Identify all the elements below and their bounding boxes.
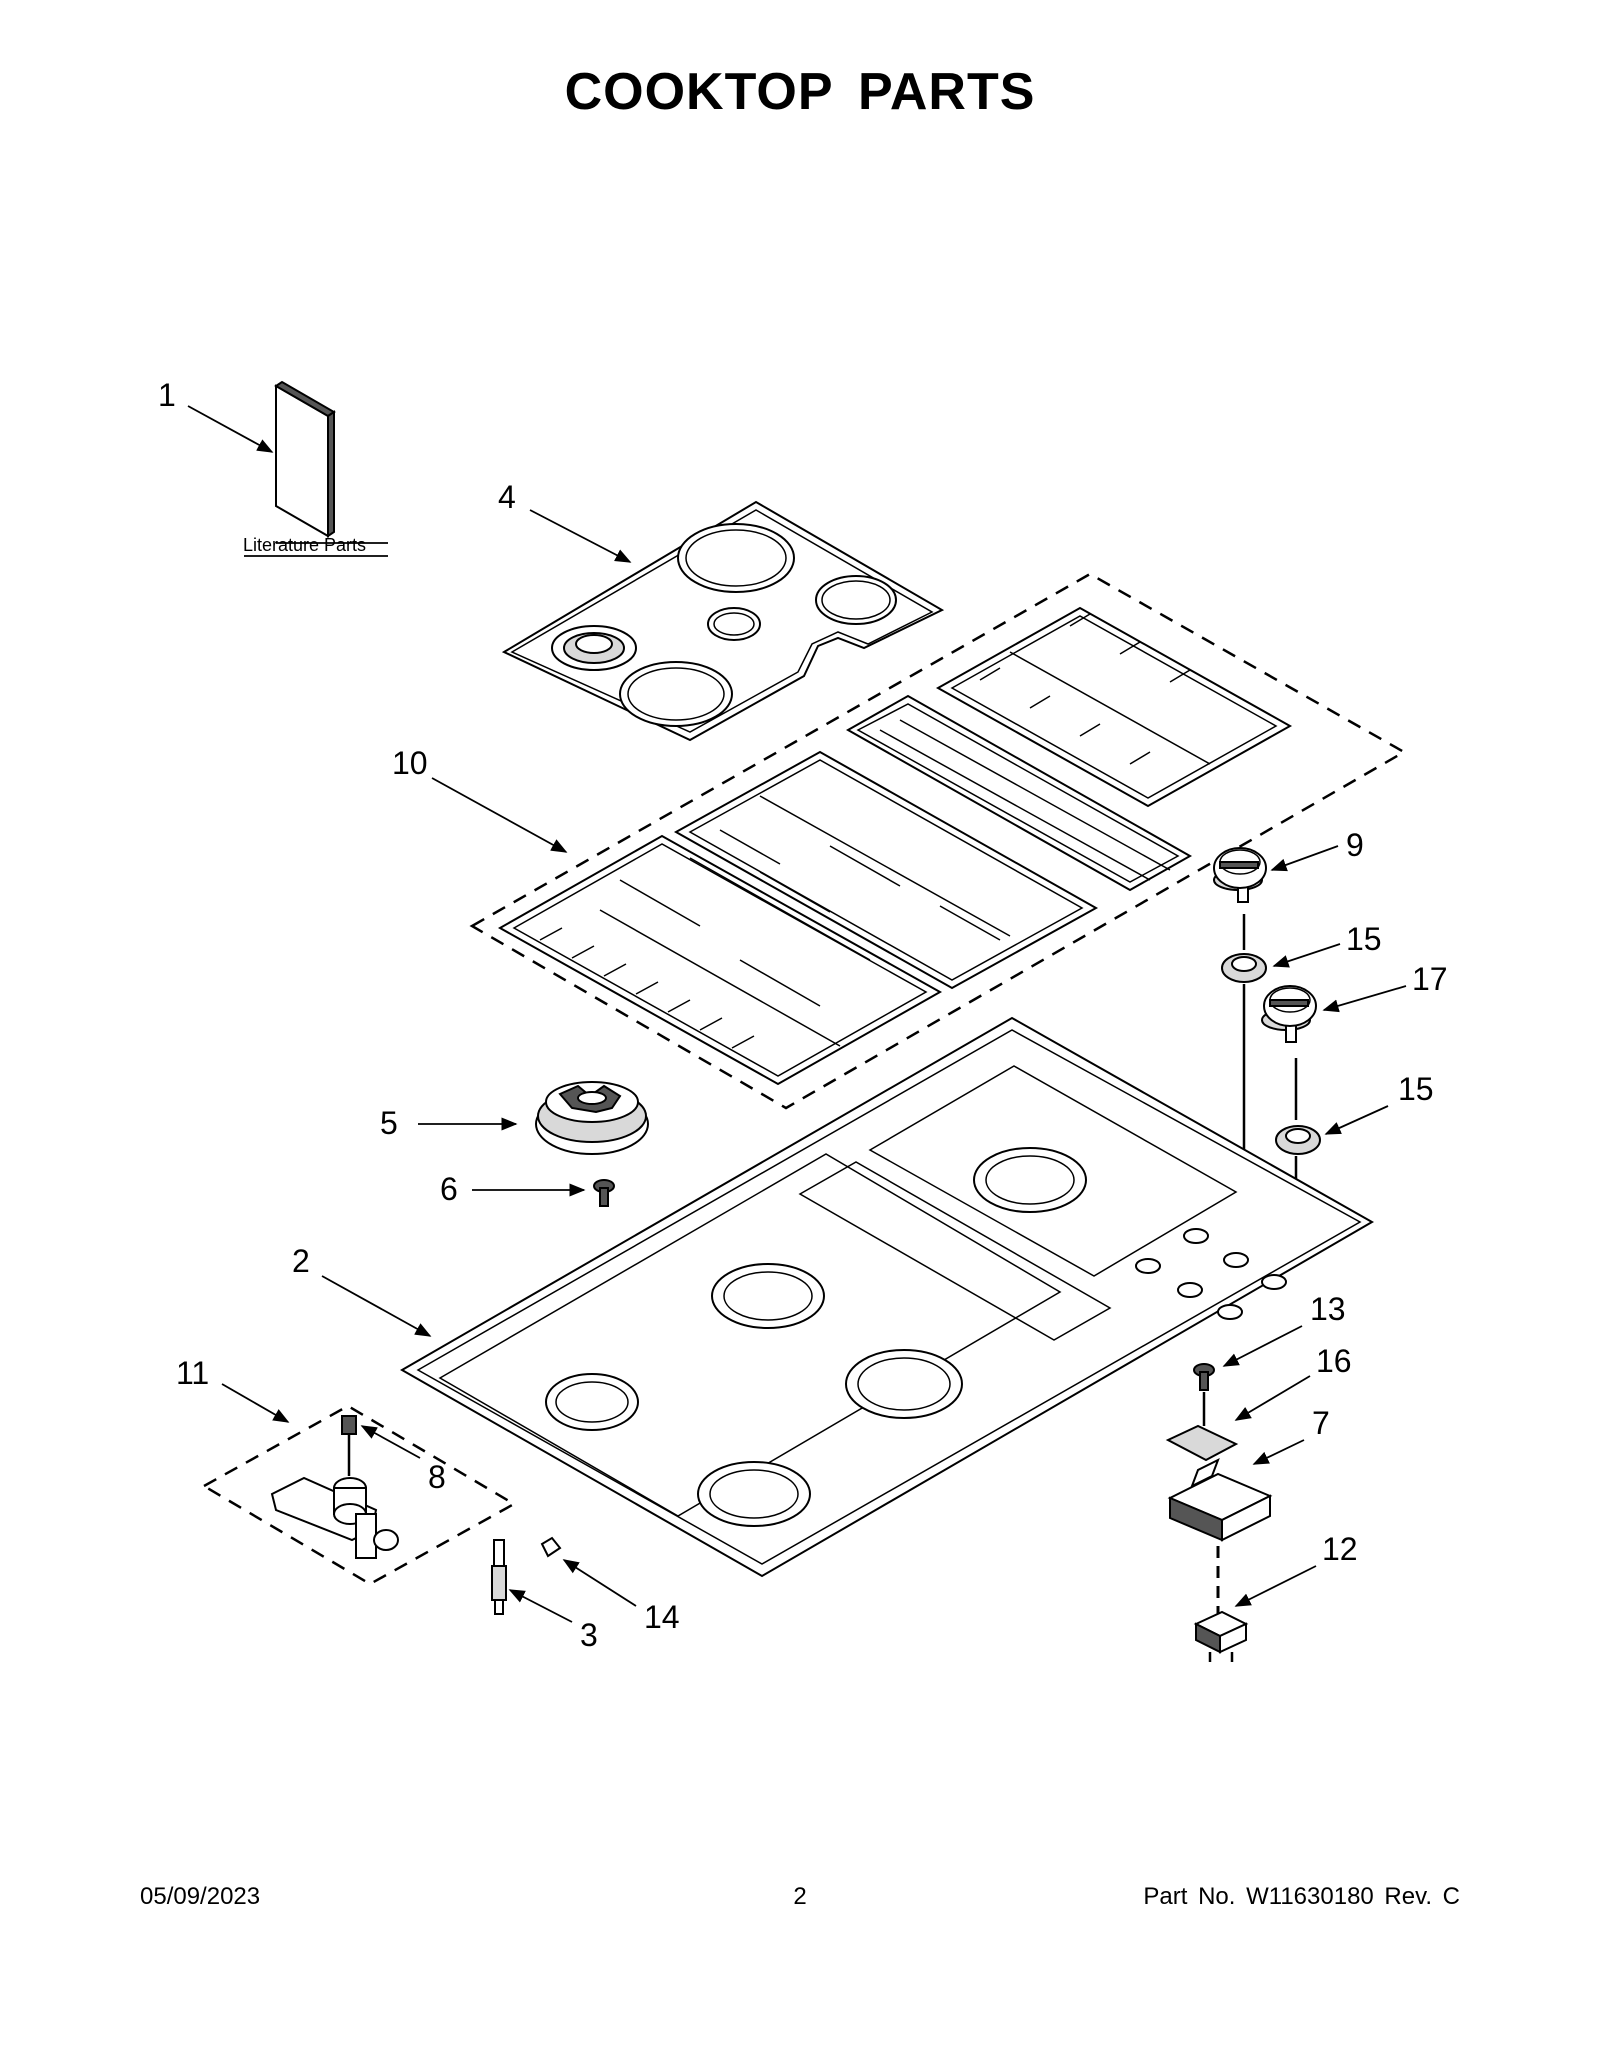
callout-6: 6	[440, 1171, 458, 1207]
leader-11	[221, 1383, 290, 1423]
footer-date: 05/09/2023	[140, 1883, 261, 1910]
grate-narrow	[845, 694, 1193, 892]
knob-17	[1261, 985, 1317, 1043]
callout-12: 12	[1322, 1531, 1358, 1567]
cooktop-top-panel	[501, 500, 945, 742]
literature-part	[274, 380, 388, 544]
leader-8	[360, 1425, 421, 1459]
callout-10: 10	[392, 745, 428, 781]
page-title: COOKTOP PARTS	[564, 63, 1036, 121]
bezel-ring-15-bottom	[1275, 1125, 1321, 1155]
leader-15-bottom	[1324, 1105, 1389, 1135]
callout-17: 17	[1412, 961, 1448, 997]
callout-16: 16	[1316, 1343, 1352, 1379]
grate-right	[935, 606, 1293, 808]
callout-8: 8	[428, 1459, 446, 1495]
callout-13: 13	[1310, 1291, 1346, 1327]
knob-9	[1213, 847, 1267, 903]
callout-5: 5	[380, 1105, 398, 1141]
main-cooktop-tray	[399, 1016, 1375, 1578]
switch-12	[1193, 1610, 1249, 1662]
callout-4: 4	[498, 479, 516, 515]
callout-3: 3	[580, 1617, 598, 1653]
clip-14	[540, 1536, 562, 1558]
callout-15-top: 15	[1346, 921, 1382, 957]
callout-11: 11	[176, 1355, 209, 1391]
leader-9	[1270, 845, 1339, 872]
bezel-ring-15-top	[1221, 953, 1267, 983]
literature-parts-label: Literature Parts	[243, 535, 366, 555]
leader-16	[1234, 1375, 1311, 1421]
leader-12	[1234, 1565, 1317, 1607]
screw-6	[593, 1179, 615, 1207]
valve-group-outline	[201, 1404, 517, 1586]
callout-9: 9	[1346, 827, 1364, 863]
leader-2	[321, 1275, 432, 1337]
burner-base	[535, 1081, 649, 1155]
leader-14	[562, 1559, 637, 1607]
grate-middle	[673, 750, 1099, 990]
grate-left	[497, 834, 943, 1086]
callout-1: 1	[158, 377, 176, 413]
callout-14: 14	[644, 1599, 680, 1635]
valve-assembly	[270, 1476, 399, 1559]
leader-13	[1222, 1325, 1303, 1367]
footer-page-number: 2	[793, 1883, 807, 1910]
callout-7: 7	[1312, 1405, 1330, 1441]
footer-part-number: Part No. W11630180 Rev. C	[1143, 1883, 1460, 1910]
leader-10	[431, 777, 568, 853]
leader-15-top	[1272, 943, 1341, 968]
leader-17	[1322, 985, 1407, 1013]
grates-group-outline	[469, 572, 1407, 1110]
igniter-3	[491, 1539, 507, 1615]
callout-15-bottom: 15	[1398, 1071, 1434, 1107]
leader-1	[187, 405, 274, 453]
callout-2: 2	[292, 1243, 310, 1279]
bracket-7	[1167, 1457, 1273, 1542]
leader-7	[1252, 1439, 1305, 1465]
pad-16	[1165, 1424, 1239, 1462]
leader-4	[529, 509, 632, 563]
leader-3	[508, 1589, 573, 1623]
screw-13	[1193, 1363, 1215, 1426]
orifice-8	[341, 1415, 357, 1476]
